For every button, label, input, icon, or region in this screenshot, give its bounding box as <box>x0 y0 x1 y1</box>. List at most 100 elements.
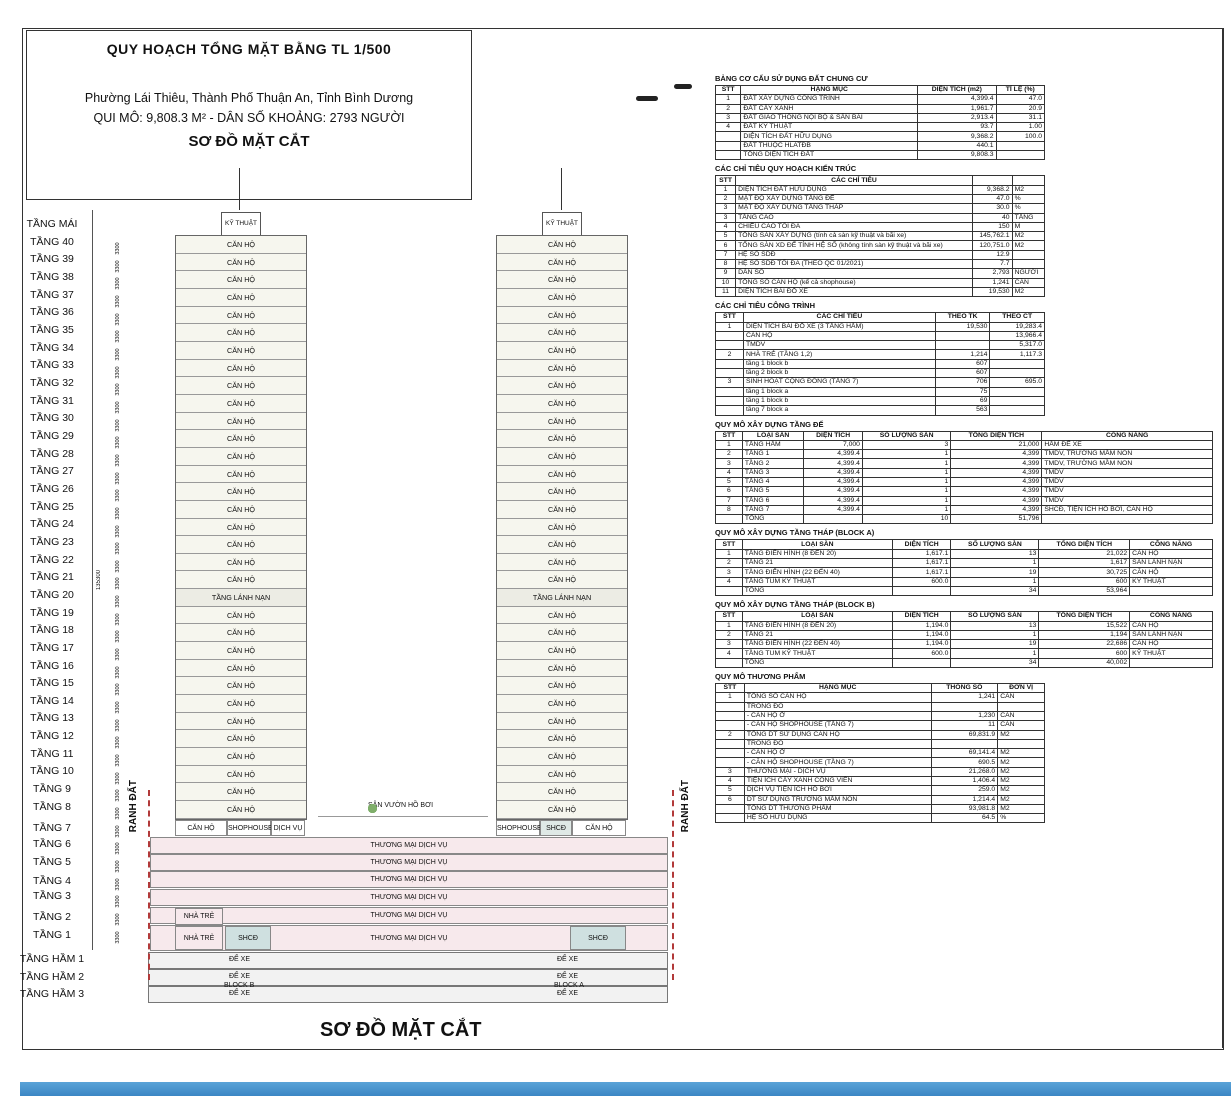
apartment-floor: CĂN HỘ <box>176 730 306 749</box>
table-cell <box>989 358 1045 370</box>
table-cell <box>715 701 745 712</box>
table-cell: 30,725 <box>1038 567 1131 578</box>
apartment-floor: CĂN HỘ <box>497 801 627 819</box>
floor-height-dim: 3300 <box>115 860 121 873</box>
table-cell: 4,399 <box>950 495 1043 506</box>
table-cell: 21,268.0 <box>930 766 999 778</box>
apartment-floor: CĂN HỘ <box>497 430 627 448</box>
floor-height-dim: 3300 <box>115 631 121 644</box>
table-header-cell <box>1011 175 1046 186</box>
table-cell: 12.9 <box>971 249 1013 261</box>
floor-label: TẦNG 29 <box>30 429 74 442</box>
table-cell <box>715 358 744 370</box>
parking-label: ĐỂ XE <box>229 990 251 997</box>
table-header-cell: LOẠI SÀN <box>741 611 893 622</box>
table-cell: 30.0 <box>971 203 1013 214</box>
table-cell: 2,793 <box>971 268 1013 279</box>
table-cell: 1 <box>714 94 742 105</box>
table-cell: TẦNG TUM KỸ THUẬT <box>741 576 893 587</box>
apartment-floor: CĂN HỘ <box>176 783 306 801</box>
table-cell: 2 <box>715 349 744 360</box>
table-header-cell: LOẠI SÀN <box>741 539 893 550</box>
table-cell: 1,241 <box>930 692 999 703</box>
apartment-floor: CĂN HỘ <box>497 377 627 395</box>
table-cell: 695.0 <box>989 377 1045 388</box>
apartment-floor: CĂN HỘ <box>176 271 306 289</box>
table-cell: 1 <box>861 458 952 469</box>
table-cell: 1,406.4 <box>930 775 999 787</box>
table-cell: 4,399 <box>950 467 1043 479</box>
table-cell: 4,399 <box>950 476 1043 488</box>
floor-height-dim: 3300 <box>115 595 121 609</box>
table-cell: 3 <box>715 567 743 578</box>
floor-label: TẦNG 27 <box>30 465 74 478</box>
table-cell: 2 <box>715 558 743 569</box>
floor-height-dim: 3300 <box>115 330 121 344</box>
tree-icon <box>368 804 377 813</box>
apartment-floor: CĂN HỘ <box>176 430 306 448</box>
table-cell: CĂN HỘ <box>742 330 936 342</box>
boundary-line-right <box>672 790 674 980</box>
table-cell: 1,230 <box>930 710 999 722</box>
table-header-cell: CÔNG NĂNG <box>1129 611 1213 622</box>
table-cell: 1,117.3 <box>989 349 1045 360</box>
table-header-cell: SỐ LƯỢNG SÀN <box>950 539 1040 550</box>
floor-height-dim: 3300 <box>115 666 121 679</box>
total-height-dimension: 135300 <box>96 570 102 591</box>
floor-height-dim: 3300 <box>115 772 121 785</box>
table-cell: TỔNG <box>741 585 893 597</box>
table-cell: 1 <box>861 449 952 460</box>
apartment-floor: CĂN HỘ <box>176 501 306 519</box>
boundary-label-right: RANH ĐẤT <box>680 780 691 833</box>
table-cell <box>1041 514 1213 525</box>
table-cell <box>714 150 742 161</box>
table-cell: 11 <box>930 720 999 731</box>
plan-title: QUY HOẠCH TỔNG MẶT BẰNG TL 1/500 <box>106 41 392 57</box>
table-cell <box>930 701 999 712</box>
block-b-label: BLOCK B <box>224 982 255 989</box>
floor-height-dim: 3300 <box>115 754 121 767</box>
table-header-cell: STT <box>715 312 744 323</box>
table-cell: 4,399.4 <box>803 467 863 479</box>
floor-height-dim: 3300 <box>115 242 121 255</box>
apartment-floor: CĂN HỘ <box>497 571 627 590</box>
table-cell: 22,686 <box>1038 639 1131 650</box>
boundary-label-left: RANH ĐẤT <box>128 780 139 833</box>
table-cell: TỔNG SỐ CĂN HỘ <box>743 692 932 703</box>
floor-height-dim: 3300 <box>115 613 121 626</box>
floor-label: TẦNG 5 <box>33 856 71 868</box>
apartment-floor: CĂN HỘ <box>176 536 306 554</box>
table-cell <box>715 813 745 824</box>
table-cell: 4,399.4 <box>803 495 863 506</box>
apartment-floor: CĂN HỘ <box>497 519 627 537</box>
table-cell: 4 <box>714 122 742 133</box>
table-cell: TMDV, TRƯỜNG MẦM NON <box>1041 449 1213 460</box>
table-cell <box>715 748 745 759</box>
table-cell <box>715 395 744 407</box>
shophouse-cell-b: SHOPHOUSE <box>227 820 273 836</box>
table-cell: 4,399 <box>950 458 1043 469</box>
apartment-floor: CĂN HỘ <box>176 642 306 660</box>
table-cell: 9 <box>714 268 737 279</box>
table-cell: 4,399.4 <box>803 504 863 516</box>
floor-label: TẦNG HẦM 1 <box>19 953 85 965</box>
table-header-cell: TỈ LỆ (%) <box>995 84 1046 96</box>
table-header-cell: DIỆN TÍCH (m2) <box>917 84 997 96</box>
table-cell: TẦNG TUM KỸ THUẬT <box>741 648 893 659</box>
table-cell: HỆ SỐ SDĐ TỐI ĐA (THEO QC 01/2021) <box>735 259 973 270</box>
table-header-cell: CÁC CHỈ TIÊU <box>735 175 973 186</box>
floor-label: TẦNG 24 <box>30 518 74 531</box>
floor-label: TẦNG 33 <box>30 359 74 372</box>
table-header-cell: STT <box>714 175 737 186</box>
floor-label: TẦNG 3 <box>33 890 71 902</box>
table-cell <box>714 140 742 152</box>
